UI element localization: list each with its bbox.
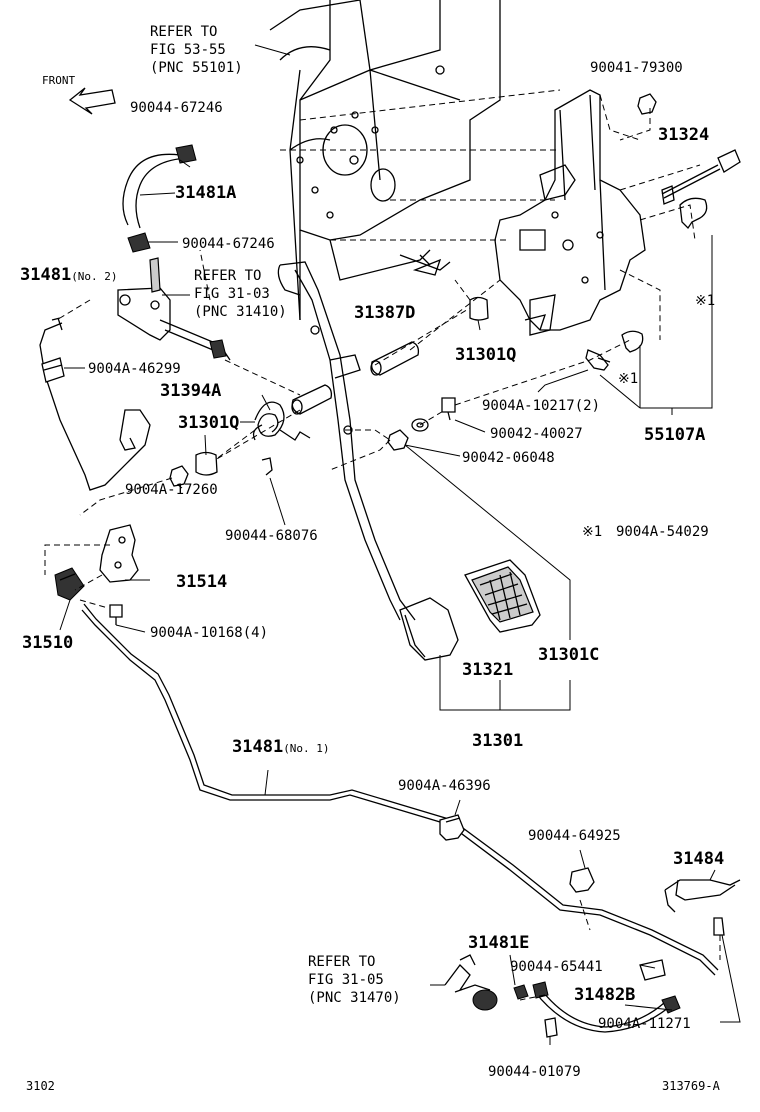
refer-bot-line2: FIG 31-05 bbox=[308, 972, 384, 988]
part-90044-01079: 90044-01079 bbox=[488, 1064, 581, 1080]
pedal-pad-31321 bbox=[464, 559, 541, 633]
pin-90044-68076 bbox=[261, 457, 273, 476]
part-9004A-17260: 9004A-17260 bbox=[125, 482, 218, 498]
hose-31482B bbox=[532, 981, 681, 1033]
pedal-pad-lever bbox=[399, 597, 459, 661]
part-90044-64925: 90044-64925 bbox=[528, 828, 621, 844]
part-90041-79300: 90041-79300 bbox=[590, 60, 683, 76]
part-31321: 31321 bbox=[462, 660, 513, 680]
part-90044-65441: 90044-65441 bbox=[510, 959, 603, 975]
part-31514: 31514 bbox=[176, 572, 227, 592]
refer-mid-line1: REFER TO bbox=[194, 268, 261, 284]
refer-mid-line2: FIG 31-03 bbox=[194, 286, 270, 302]
part-31510: 31510 bbox=[22, 633, 73, 653]
part-31301C: 31301C bbox=[538, 645, 599, 665]
part-90044-68076: 90044-68076 bbox=[225, 528, 318, 544]
refer-mid-line3: (PNC 31410) bbox=[194, 304, 287, 320]
labels: REFER TO FIG 53-55 (PNC 55101) FRONT 900… bbox=[20, 24, 724, 1093]
bushing-31387D bbox=[370, 341, 420, 376]
part-90044-67246-a: 90044-67246 bbox=[130, 100, 223, 116]
clip-90044-64925 bbox=[569, 867, 595, 893]
nut-9004A-17260 bbox=[169, 465, 189, 487]
footer-right: 313769-A bbox=[662, 1079, 721, 1093]
plate-90044-65441 bbox=[639, 959, 666, 981]
part-31387D: 31387D bbox=[354, 303, 415, 323]
clip-9004A-46299 bbox=[41, 357, 65, 383]
refer-bot-line1: REFER TO bbox=[308, 954, 375, 970]
pedal-bracket bbox=[494, 89, 646, 336]
part-31301Q-a: 31301Q bbox=[455, 345, 516, 365]
part-9004A-46299: 9004A-46299 bbox=[88, 361, 181, 377]
tube-31481-no1 bbox=[81, 603, 719, 976]
leader-lines bbox=[44, 44, 741, 1045]
pedal-arm bbox=[277, 261, 416, 621]
note-part: 9004A-54029 bbox=[616, 524, 709, 540]
part-90042-06048: 90042-06048 bbox=[462, 450, 555, 466]
collar-31301Q-upper bbox=[469, 296, 489, 321]
collar-31301Q-lower bbox=[195, 451, 218, 476]
part-31301Q-b: 31301Q bbox=[178, 413, 239, 433]
stopper-55107A-lower bbox=[621, 330, 644, 353]
bushing-pivot bbox=[291, 384, 333, 415]
nut-90041-79300 bbox=[637, 93, 657, 115]
part-31394A: 31394A bbox=[160, 381, 221, 401]
stopper-55107A-upper bbox=[679, 197, 708, 230]
note-mark: ※1 bbox=[582, 524, 602, 540]
part-31481E: 31481E bbox=[468, 933, 529, 953]
release-cylinder bbox=[444, 954, 498, 1011]
part-31481-no2: 31481(No. 2) bbox=[20, 265, 118, 285]
part-31301: 31301 bbox=[472, 731, 523, 751]
part-31484: 31484 bbox=[673, 849, 724, 869]
mark-1-a: ※1 bbox=[695, 293, 715, 309]
part-9004A-46396: 9004A-46396 bbox=[398, 778, 491, 794]
bolt-31324 bbox=[661, 149, 741, 205]
part-9004A-11271: 9004A-11271 bbox=[598, 1016, 691, 1032]
part-31324: 31324 bbox=[658, 125, 709, 145]
front-arrow-icon bbox=[68, 87, 116, 115]
footer-left: 3102 bbox=[26, 1079, 55, 1093]
refer-top-line1: REFER TO bbox=[150, 24, 217, 40]
bolt-90042-40027 bbox=[441, 397, 456, 421]
part-9004A-10168: 9004A-10168(4) bbox=[150, 625, 268, 641]
union-bolt-right bbox=[713, 917, 725, 936]
part-55107A: 55107A bbox=[644, 425, 705, 445]
part-31481A: 31481A bbox=[175, 183, 236, 203]
bracket-31484 bbox=[664, 879, 741, 913]
refer-top-line3: (PNC 55101) bbox=[150, 60, 243, 76]
tube-31481-no2 bbox=[39, 317, 151, 491]
part-90044-67246-b: 90044-67246 bbox=[182, 236, 275, 252]
refer-bot-line3: (PNC 31470) bbox=[308, 990, 401, 1006]
refer-top-line2: FIG 53-55 bbox=[150, 42, 226, 58]
part-9004A-10217: 9004A-10217(2) bbox=[482, 398, 600, 414]
bracket-31514 bbox=[99, 524, 139, 583]
fitting-31481E bbox=[513, 984, 529, 1000]
mark-1-b: ※1 bbox=[618, 371, 638, 387]
bolt-9004A-10168 bbox=[109, 604, 123, 625]
master-cylinder bbox=[117, 257, 231, 361]
hose-31481A bbox=[122, 144, 197, 253]
part-31481-no1: 31481(No. 1) bbox=[232, 737, 330, 757]
dash-panel-body bbox=[269, 0, 501, 321]
spring-31394A bbox=[252, 401, 311, 441]
bleeder-90044-01079 bbox=[544, 1017, 558, 1038]
part-31482B: 31482B bbox=[574, 985, 635, 1005]
front-label: FRONT bbox=[42, 74, 75, 87]
switch-31510 bbox=[54, 567, 85, 601]
part-90042-40027: 90042-40027 bbox=[490, 426, 583, 442]
clip-9004A-46396 bbox=[439, 814, 465, 841]
